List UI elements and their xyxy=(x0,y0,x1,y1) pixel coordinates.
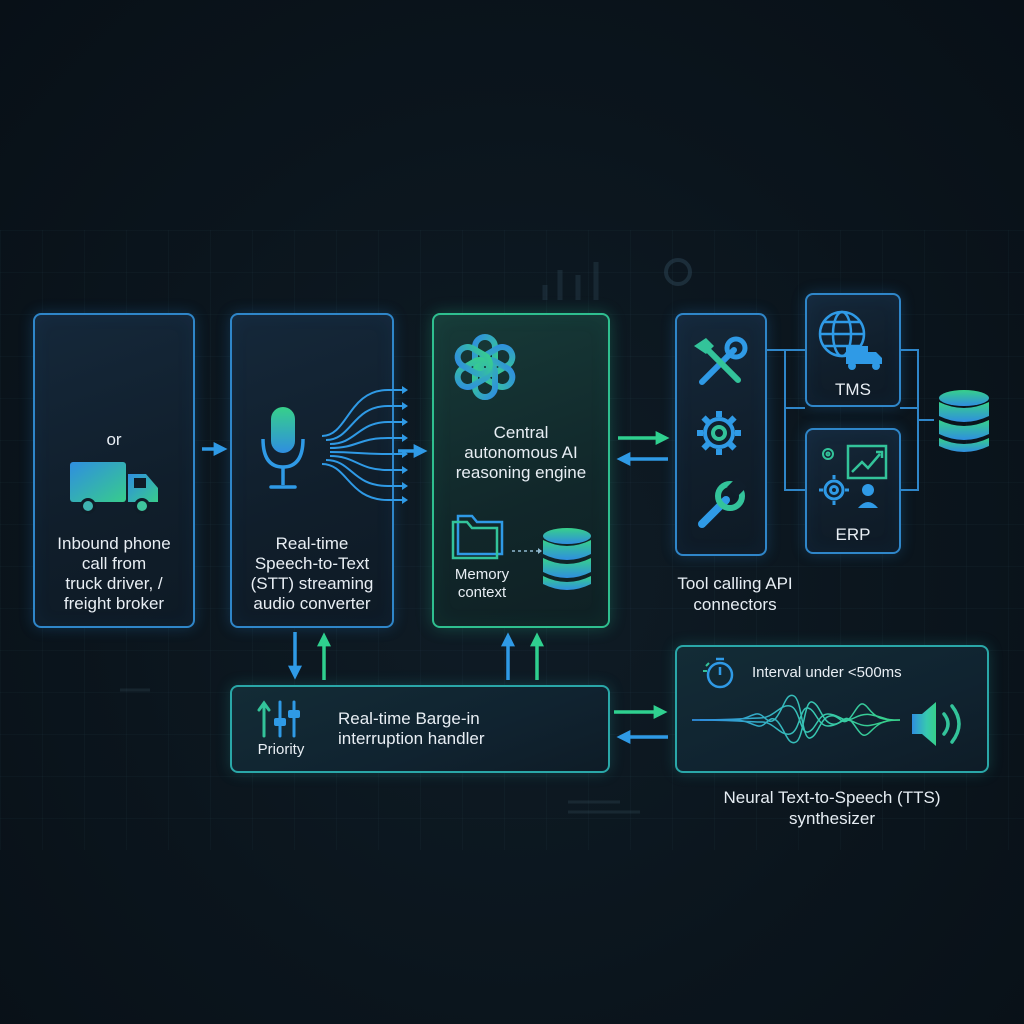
microphone-icon xyxy=(261,407,305,489)
wrench-icon xyxy=(698,477,747,528)
tool-calling-caption: Tool calling API connectors xyxy=(677,574,793,614)
barge-in-label: Real-time Barge-in interruption handler xyxy=(338,709,485,748)
ai-knot-icon xyxy=(454,334,516,400)
memory-context-label: Memory context xyxy=(454,566,510,601)
erp-label: ERP xyxy=(835,525,871,544)
erp-analytics-icon xyxy=(819,444,888,508)
speaker-icon xyxy=(912,702,961,746)
interval-label: Interval under <500ms xyxy=(752,664,902,681)
stopwatch-icon xyxy=(703,657,734,689)
stt-converter-box[interactable] xyxy=(230,313,394,628)
engine-label: Central autonomous AI reasoning engine xyxy=(455,423,587,482)
tts-waveform-icon xyxy=(692,694,901,744)
priority-label: Priority xyxy=(257,741,305,758)
globe-truck-icon xyxy=(818,310,882,370)
priority-sliders-icon xyxy=(257,700,300,738)
stt-label: Real-time Speech-to-Text (STT) streaming… xyxy=(250,534,374,613)
streaming-lines-icon xyxy=(321,386,408,504)
tms-label: TMS xyxy=(835,380,871,399)
tool-connectors-box[interactable] xyxy=(675,313,767,556)
tools-icon xyxy=(694,336,748,385)
memory-database-icon xyxy=(543,528,591,590)
link-connector-icon xyxy=(512,548,542,554)
folder-icon xyxy=(451,514,504,560)
external-database-icon xyxy=(939,390,989,452)
sound-wave-icon xyxy=(54,344,170,416)
tts-caption: Neural Text-to-Speech (TTS) synthesizer xyxy=(723,788,941,828)
truck-icon xyxy=(70,462,158,514)
gear-icon xyxy=(697,411,741,455)
inbound-call-label: Inbound phone call from truck driver, / … xyxy=(57,534,171,613)
or-label: or xyxy=(106,430,122,449)
